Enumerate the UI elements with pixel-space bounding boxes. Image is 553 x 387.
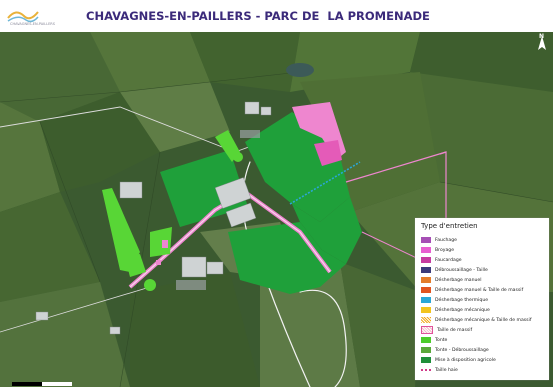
legend-label: Taille de massif bbox=[437, 327, 473, 333]
roundabout-north bbox=[233, 152, 243, 162]
lawn-block bbox=[150, 227, 172, 257]
north-letter: N bbox=[539, 33, 545, 40]
legend-swatch bbox=[421, 247, 431, 253]
north-arrow-icon bbox=[538, 36, 546, 50]
green-area-south bbox=[228, 222, 346, 294]
legend-swatch bbox=[421, 337, 431, 343]
map-title: CHAVAGNES-EN-PAILLERS - PARC DE LA PROME… bbox=[86, 9, 430, 23]
roundabout-south bbox=[144, 279, 156, 291]
legend-item: Taille haie bbox=[421, 365, 531, 375]
legend-label: Fauchage bbox=[435, 237, 457, 243]
desherbage-thermique-path bbox=[289, 161, 361, 205]
buildings bbox=[35, 101, 272, 335]
legend-label: Faucardage bbox=[435, 257, 462, 263]
legend-label: Tonte - Débroussaillage bbox=[435, 347, 489, 353]
legend-swatch bbox=[421, 347, 431, 353]
legend-swatch bbox=[421, 326, 433, 334]
legend-label: Désherbage manuel & Taille de massif bbox=[435, 287, 524, 293]
scale-bar bbox=[12, 382, 72, 386]
legend-swatch bbox=[421, 297, 431, 303]
legend-item: Désherbage mécanique bbox=[421, 305, 531, 315]
legend-label: Mise à disposition agricole bbox=[435, 357, 496, 363]
legend-label: Désherbage mécanique bbox=[435, 307, 490, 313]
logo-text: CHAVAGNES-EN-PAILLERS bbox=[10, 22, 55, 26]
legend-item: Désherbage manuel bbox=[421, 275, 531, 285]
aerial-map bbox=[0, 32, 553, 387]
legend-title: Type d'entretien bbox=[421, 222, 478, 230]
legend-item: Tonte - Débroussaillage bbox=[421, 345, 531, 355]
legend-item: Faucardage bbox=[421, 255, 531, 265]
legend-label: Débroussaillage - Taille bbox=[435, 267, 488, 273]
legend-item: Taille de massif bbox=[421, 325, 531, 335]
legend-label: Désherbage thermique bbox=[435, 297, 489, 303]
commune-logo-icon bbox=[7, 11, 39, 23]
legend-label: Désherbage manuel bbox=[435, 277, 482, 283]
legend-label: Tonte bbox=[435, 337, 448, 343]
legend-item: Désherbage manuel & Taille de massif bbox=[421, 285, 531, 295]
legend-item: Désherbage thermique bbox=[421, 295, 531, 305]
legend-item: Broyage bbox=[421, 245, 531, 255]
green-area-center bbox=[292, 197, 362, 264]
legend-swatch bbox=[421, 237, 431, 243]
legend-swatch bbox=[421, 369, 431, 371]
pond bbox=[286, 63, 314, 77]
legend-swatch bbox=[421, 357, 431, 363]
broyage-path-east bbox=[345, 151, 447, 183]
faucardage-zone bbox=[314, 140, 342, 166]
legend-swatch bbox=[421, 307, 431, 313]
legend-swatch bbox=[421, 257, 431, 263]
legend-item: Mise à disposition agricole bbox=[421, 355, 531, 365]
map-header: CHAVAGNES-EN-PAILLERS CHAVAGNES-EN-PAILL… bbox=[0, 0, 553, 32]
legend-swatch bbox=[421, 277, 431, 283]
lawn-strip-north bbox=[215, 130, 240, 162]
legend-item: Fauchage bbox=[421, 235, 531, 245]
lawn-areas bbox=[102, 130, 243, 291]
legend-swatch bbox=[421, 317, 431, 323]
legend-item: Débroussaillage - Taille bbox=[421, 265, 531, 275]
green-area-west bbox=[160, 150, 248, 227]
field-patches bbox=[0, 32, 553, 387]
legend-swatch bbox=[421, 267, 431, 273]
legend-swatch bbox=[421, 287, 431, 293]
lawn-strip-west bbox=[102, 188, 140, 272]
legend-item: Tonte bbox=[421, 335, 531, 345]
legend-label: Désherbage mécanique & Taille de massif bbox=[435, 317, 532, 323]
legend-item: Désherbage mécanique & Taille de massif bbox=[421, 315, 531, 325]
legend-label: Broyage bbox=[435, 247, 455, 253]
legend-label: Taille haie bbox=[435, 367, 458, 373]
